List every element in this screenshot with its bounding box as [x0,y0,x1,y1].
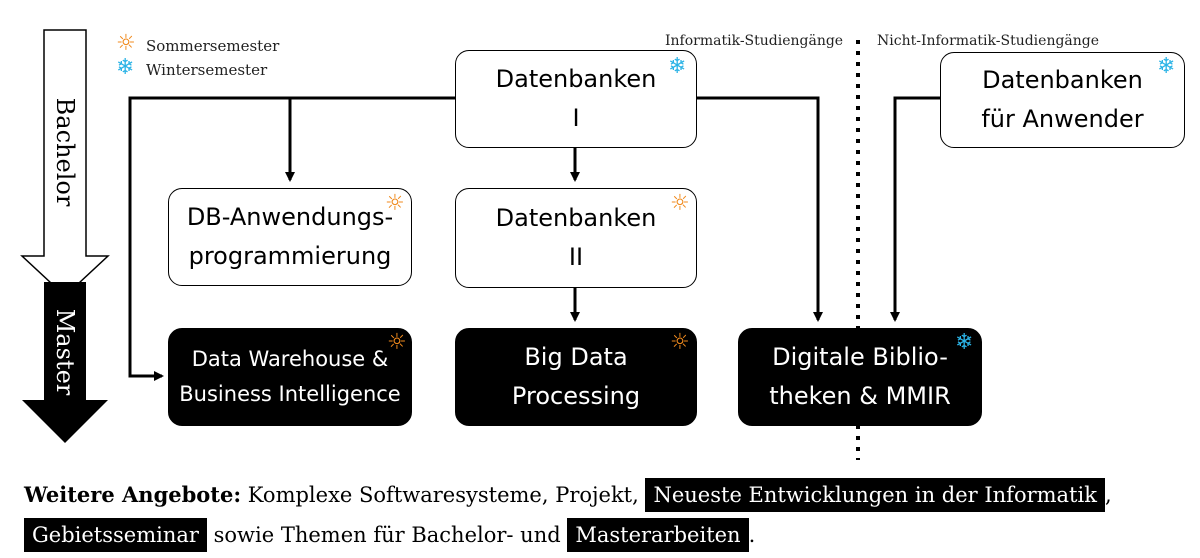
highlight-masterarbeiten: Masterarbeiten [567,518,749,552]
course-data-warehouse: Data Warehouse & Business Intelligence [168,328,412,426]
highlight-gebietsseminar: Gebietsseminar [24,518,207,552]
course-datenbanken-1: Datenbanken I [455,50,697,148]
master-label: Master [51,308,79,396]
sun-icon: ☼ [385,191,405,216]
sun-icon: ☼ [670,191,690,216]
arrow-db1-to-dwh [128,96,455,381]
snowflake-icon: ❄ [955,330,974,355]
header-informatik: Informatik-Studiengänge [665,33,844,49]
sun-icon: ☼ [670,330,690,355]
sun-icon: ☼ [387,330,407,355]
course-big-data-processing: Big Data Processing [455,328,697,426]
footer-line-1: Weitere Angebote: Komplexe Softwaresyste… [24,478,1112,512]
legend-sun-icon: ☼ [116,31,136,56]
footer-lead: Weitere Angebote: [24,482,242,507]
course-datenbanken-2: Datenbanken II [455,188,697,288]
legend-snowflake-icon: ❄ [116,55,135,80]
arrow-dbanwender-to-digilib [890,96,940,322]
snowflake-icon: ❄ [1157,54,1176,79]
highlight-neueste-entwicklungen: Neueste Entwicklungen in der Informatik [645,478,1105,512]
footer-text-2: , [1104,483,1112,507]
course-datenbanken-fuer-anwender: Datenbanken für Anwender [940,52,1185,148]
legend-summer-label: Sommersemester [146,37,280,55]
footer-text-4: . [748,523,756,547]
legend-winter-label: Wintersemester [146,61,268,79]
footer-text-3: sowie Themen für Bachelor- und [206,523,568,547]
snowflake-icon: ❄ [668,54,687,79]
bachelor-master-arrow [20,29,110,443]
course-db-anwendungsprogrammierung: DB-Anwendungs- programmierung [168,188,412,286]
arrow-db1-to-digilib [697,96,823,322]
footer-line-2: Gebietsseminar sowie Themen für Bachelor… [24,518,755,552]
footer-text-1: Komplexe Softwaresysteme, Projekt, [241,483,646,507]
bachelor-label: Bachelor [51,97,79,207]
course-digitale-bibliotheken: Digitale Biblio- theken & MMIR [738,328,982,426]
header-nicht-informatik: Nicht-Informatik-Studiengänge [877,33,1100,49]
